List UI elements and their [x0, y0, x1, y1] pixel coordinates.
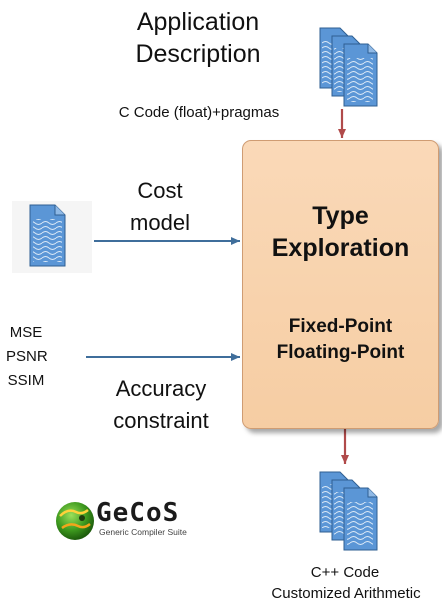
core-title-line1: Type [312, 202, 369, 230]
core-floating-point: Floating-Point [276, 342, 405, 363]
metric-ssim: SSIM [7, 372, 45, 389]
type-exploration-box: Type Exploration Fixed-Point Floating-Po… [242, 140, 439, 429]
accuracy-line2: constraint [113, 408, 209, 433]
app-description-line2: Description [135, 40, 261, 68]
output-line2: Customized Arithmetic [271, 585, 421, 602]
core-title-line2: Exploration [271, 234, 410, 262]
cost-model-line2: model [130, 210, 190, 235]
gecos-name: GeCoS [96, 498, 180, 528]
metric-mse: MSE [9, 324, 43, 341]
document-stack-icon [319, 27, 378, 107]
accuracy-line1: Accuracy [115, 376, 207, 401]
gecos-subtitle: Generic Compiler Suite [99, 527, 187, 537]
document-icon [12, 201, 92, 273]
app-description-line1: Application [136, 8, 260, 36]
input-code-label: C Code (float)+pragmas [118, 104, 280, 121]
metric-psnr: PSNR [6, 348, 48, 365]
output-document-stack-icon [319, 471, 378, 551]
cost-model-line1: Cost [137, 178, 183, 203]
output-line1: C++ Code [310, 564, 380, 581]
core-fixed-point: Fixed-Point [288, 316, 393, 337]
gecos-logo-icon [56, 502, 94, 540]
gecos-logo: GeCoS Generic Compiler Suite [52, 492, 232, 552]
